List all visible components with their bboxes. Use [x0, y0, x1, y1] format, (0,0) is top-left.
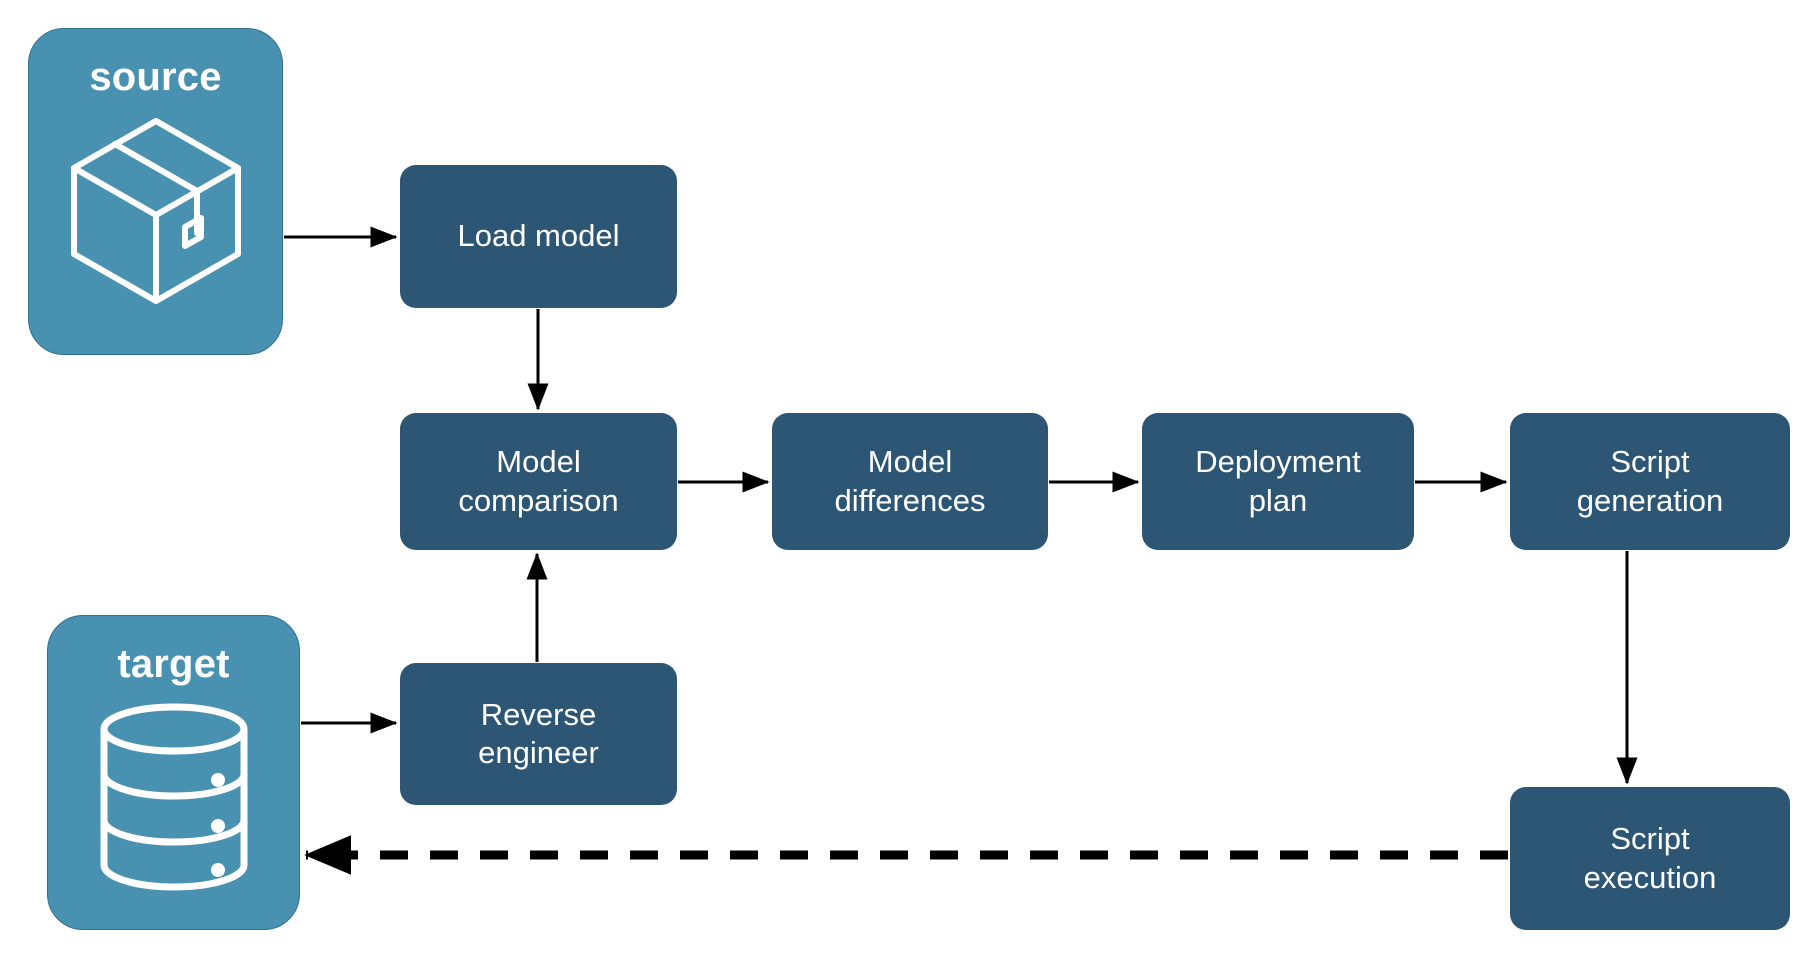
node-model-comparison[interactable]: Model comparison	[400, 413, 677, 550]
database-cylinder-icon	[98, 702, 250, 897]
node-deployment-plan[interactable]: Deployment plan	[1142, 413, 1414, 550]
node-model-differences[interactable]: Model differences	[772, 413, 1048, 550]
target-label: target	[117, 642, 230, 686]
source-label: source	[89, 55, 222, 99]
node-load-model[interactable]: Load model	[400, 165, 677, 308]
deployment-plan-label: Deployment plan	[1195, 444, 1361, 518]
script-execution-label: Script execution	[1583, 821, 1717, 895]
package-box-icon	[68, 115, 244, 312]
model-comparison-label: Model comparison	[458, 444, 619, 518]
reverse-engineer-label: Reverse engineer	[478, 696, 599, 770]
node-script-generation[interactable]: Script generation	[1510, 413, 1790, 550]
node-reverse-engineer[interactable]: Reverse engineer	[400, 663, 677, 805]
script-generation-label: Script generation	[1576, 444, 1724, 518]
node-source[interactable]: source	[28, 28, 283, 355]
load-model-label: Load model	[457, 218, 620, 254]
node-target[interactable]: target	[47, 615, 300, 930]
node-script-execution[interactable]: Script execution	[1510, 787, 1790, 930]
model-differences-label: Model differences	[834, 444, 986, 518]
